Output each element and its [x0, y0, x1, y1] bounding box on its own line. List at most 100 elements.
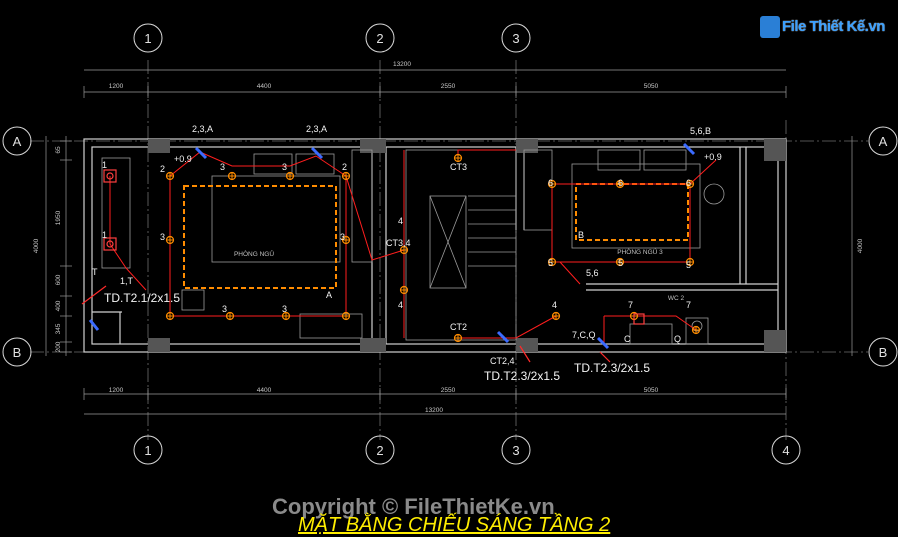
- circuit-label: 1,T: [120, 276, 134, 286]
- dimension-top: 1200: [109, 83, 124, 90]
- light-fixture-symbol: [341, 171, 351, 181]
- grid-row-label: B: [13, 345, 22, 360]
- light-fixture-cross: [287, 173, 293, 179]
- column-hatches: [148, 139, 786, 352]
- panel-feeder-label: TD.T2.3/2x1.5: [574, 361, 650, 375]
- switches: [88, 142, 696, 350]
- dimension-right-total: 4000: [857, 238, 864, 253]
- drawing-title: MẶT BẰNG CHIẾU SÁNG TẦNG 2: [298, 514, 611, 536]
- wiring: [109, 149, 717, 344]
- room-name: WC 2: [668, 295, 685, 302]
- grid-col-label: 2: [376, 31, 383, 46]
- circuit-label: 7,C,Q: [572, 330, 596, 340]
- light-fixture-symbol: [551, 311, 561, 321]
- light-fixture-symbol: [399, 285, 409, 295]
- dimension-left: 600: [55, 274, 62, 285]
- circuit-label: CT3: [450, 162, 467, 172]
- grid-col-label: 4: [782, 443, 789, 458]
- circuit-label: A: [326, 290, 332, 300]
- dimension-left: 200: [55, 341, 62, 352]
- height-label: +0.9: [174, 154, 192, 164]
- light-fixture-symbol: [165, 235, 175, 245]
- height-label: +0.9: [704, 152, 722, 162]
- light-fixture-cross: [343, 173, 349, 179]
- fixture-number: 5: [548, 258, 553, 268]
- fixture-number: 6: [686, 178, 691, 188]
- fixture-number: 4: [398, 216, 403, 226]
- light-fixture-cross: [229, 173, 235, 179]
- room-name: PHÒNG NGỦ: [234, 249, 274, 258]
- light-fixture-cross: [401, 247, 407, 253]
- grid-col-label: 2: [376, 443, 383, 458]
- light-fixture-symbol: [225, 311, 235, 321]
- fixture-number: 3: [220, 162, 225, 172]
- logo-mark: [760, 16, 780, 38]
- dimension-top: 5050: [644, 83, 659, 90]
- fixture-number: 3: [222, 304, 227, 314]
- light-fixture-symbol: [453, 333, 463, 343]
- dimension-left-total: 4000: [33, 238, 40, 253]
- dimension-top: 4400: [257, 83, 272, 90]
- grid-row-label: A: [13, 134, 22, 149]
- dimension-left: 400: [55, 300, 62, 311]
- circuit-label: CT3,4: [386, 238, 411, 248]
- light-fixture-cross: [401, 287, 407, 293]
- light-fixture-cross: [617, 259, 623, 265]
- circuit-label: Q: [674, 334, 681, 344]
- light-fixture-cross: [687, 181, 693, 187]
- panel-feeder-label: TD.T2.1/2x1.5: [104, 291, 180, 305]
- dimension-lines: [45, 69, 853, 415]
- light-fixture-symbol: [281, 311, 291, 321]
- dimension-bottom: 5050: [644, 387, 659, 394]
- light-fixture-symbol: [615, 257, 625, 267]
- grid-col-label: 3: [512, 443, 519, 458]
- dimension-left: 1950: [55, 210, 62, 225]
- grid-col-label: 1: [144, 31, 151, 46]
- light-fixture-cross: [455, 335, 461, 341]
- light-fixture-cross: [553, 313, 559, 319]
- light-fixture-symbol: [341, 311, 351, 321]
- dimension-left: 65: [55, 146, 62, 154]
- fixture-number: 3: [160, 232, 165, 242]
- dimension-bottom: 4400: [257, 387, 272, 394]
- dimension-bottom: 2550: [441, 387, 456, 394]
- light-fixture-symbol: [165, 171, 175, 181]
- filethietke-logo: File Thiết Kế.vn: [758, 12, 885, 44]
- fixture-number: 2: [160, 164, 165, 174]
- fixture-number: 6: [618, 178, 623, 188]
- light-fixture-symbol: [399, 245, 409, 255]
- light-fixtures: [165, 153, 701, 343]
- room-name: PHÒNG NGỦ 3: [617, 247, 663, 256]
- dimension-left: 345: [55, 323, 62, 334]
- panel-feeder-label: TD.T2.3/2x1.5: [484, 369, 560, 383]
- light-fixture-cross: [283, 313, 289, 319]
- light-fixture-cross: [549, 181, 555, 187]
- fixture-number: 5: [618, 258, 623, 268]
- dimension-total-bottom: 13200: [425, 407, 443, 414]
- light-fixture-symbol: [227, 171, 237, 181]
- light-fixture-symbol: [341, 235, 351, 245]
- fixture-number: 3: [340, 232, 345, 242]
- light-fixture-cross: [227, 313, 233, 319]
- light-fixture-symbol: [547, 257, 557, 267]
- light-fixture-symbol: [615, 179, 625, 189]
- switch-label: 2,3,A: [192, 124, 213, 134]
- fixture-number: 1: [102, 160, 107, 170]
- grid-axes: [30, 60, 868, 440]
- fixture-number: 3: [282, 304, 287, 314]
- circuit-label: 5,6: [586, 268, 599, 278]
- fixture-number: 5: [686, 260, 691, 270]
- furniture: [101, 149, 725, 345]
- light-fixture-cross: [167, 237, 173, 243]
- light-fixture-cross: [167, 173, 173, 179]
- leader-arrows: [81, 285, 611, 363]
- fixture-number: 7: [628, 300, 633, 310]
- grid-row-label: B: [879, 345, 888, 360]
- circuit-label: T: [92, 267, 98, 277]
- walls: [83, 138, 787, 353]
- light-fixture-cross: [549, 259, 555, 265]
- light-fixture-cross: [693, 327, 699, 333]
- light-fixture-cross: [455, 155, 461, 161]
- grid-col-label: 3: [512, 31, 519, 46]
